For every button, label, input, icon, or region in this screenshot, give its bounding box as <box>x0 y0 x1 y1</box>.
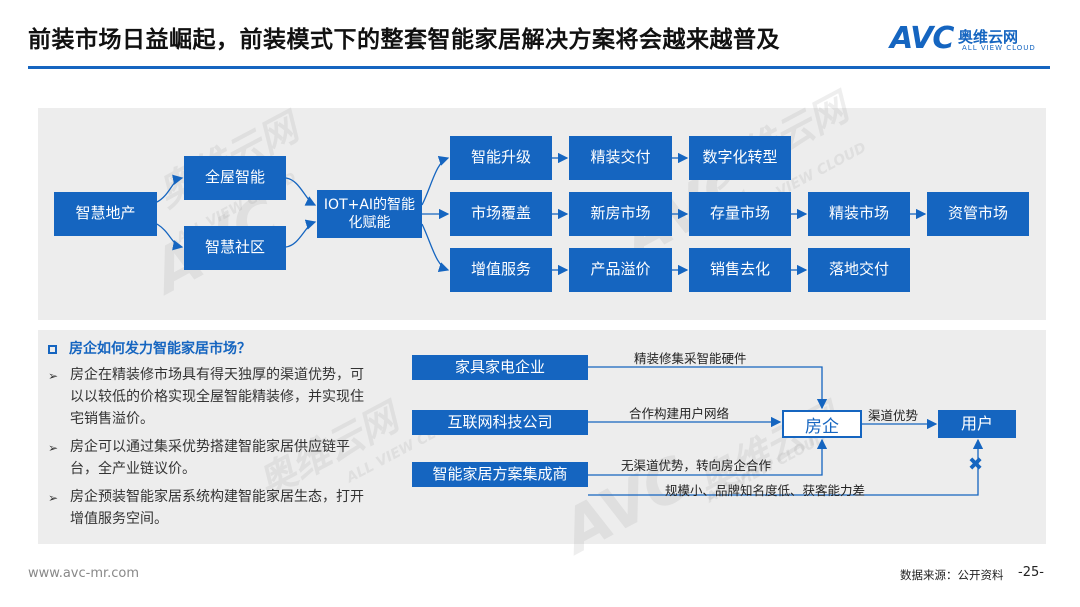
logo-en-text: ALL VIEW CLOUD <box>962 44 1036 52</box>
square-bullet-icon <box>48 344 57 354</box>
node-iot-ai-hub: IOT+AI的智能化赋能 <box>317 190 422 238</box>
bullet-heading-text: 房企如何发力智能家居市场？ <box>69 341 251 357</box>
node-row2-2: 新房市场 <box>569 192 672 236</box>
arrow-bullet-icon: ➢ <box>48 441 59 455</box>
node-row1-3: 数字化转型 <box>689 136 791 180</box>
bullet-item: ➢ 房企在精装修市场具有得天独厚的渠道优势，可以以较低的价格实现全屋智能精装修，… <box>48 364 368 430</box>
node-row2-5: 资管市场 <box>927 192 1029 236</box>
bullet-text: 房企在精装修市场具有得天独厚的渠道优势，可以以较低的价格实现全屋智能精装修，并实… <box>70 367 364 427</box>
node-user: 用户 <box>938 410 1016 438</box>
arrow-bullet-icon: ➢ <box>48 369 59 383</box>
node-row3-4: 落地交付 <box>808 248 910 292</box>
logo-mark: AVC <box>890 21 954 56</box>
bullet-heading: 房企如何发力智能家居市场？ <box>48 338 368 360</box>
node-row2-3: 存量市场 <box>689 192 791 236</box>
node-whole-house-smart: 全屋智能 <box>184 156 286 200</box>
bullet-item: ➢ 房企可以通过集采优势搭建智能家居供应链平台，全产业链议价。 <box>48 436 368 480</box>
node-row3-1: 增值服务 <box>450 248 552 292</box>
edge-label-2: 合作构建用户网络 <box>629 406 730 421</box>
blocked-x-icon: ✖ <box>968 454 984 475</box>
logo-cn-text: 奥维云网 <box>958 28 1019 46</box>
bullet-section: 房企如何发力智能家居市场？ ➢ 房企在精装修市场具有得天独厚的渠道优势，可以以较… <box>48 338 368 536</box>
bullet-item: ➢ 房企预装智能家居系统构建智能家居生态，打开增值服务空间。 <box>48 486 368 530</box>
page-number: -25- <box>1018 565 1044 580</box>
bullet-text: 房企可以通过集采优势搭建智能家居供应链平台，全产业链议价。 <box>70 439 350 477</box>
edge-label-4: 规模小、品牌知名度低、获客能力差 <box>665 483 866 498</box>
arrow-bullet-icon: ➢ <box>48 491 59 505</box>
footer-website: www.avc-mr.com <box>28 566 140 581</box>
title-divider <box>28 66 1050 69</box>
edge-label-5: 渠道优势 <box>868 408 919 423</box>
edge-label-3: 无渠道优势，转向房企合作 <box>621 458 772 473</box>
node-furniture-appliance: 家具家电企业 <box>412 355 588 380</box>
node-row2-4: 精装市场 <box>808 192 910 236</box>
footer-source: 数据来源：公开资料 <box>900 568 1004 582</box>
edge-label-1: 精装修集采智能硬件 <box>634 351 747 366</box>
page-title: 前装市场日益崛起，前装模式下的整套智能家居解决方案将会越来越普及 <box>28 27 780 53</box>
node-internet-tech: 互联网科技公司 <box>412 410 588 435</box>
node-row3-2: 产品溢价 <box>569 248 672 292</box>
bullet-text: 房企预装智能家居系统构建智能家居生态，打开增值服务空间。 <box>70 489 364 527</box>
node-row1-1: 智能升级 <box>450 136 552 180</box>
node-row1-2: 精装交付 <box>569 136 672 180</box>
node-solution-integrator: 智能家居方案集成商 <box>412 462 588 487</box>
node-row2-1: 市场覆盖 <box>450 192 552 236</box>
node-smart-community: 智慧社区 <box>184 226 286 270</box>
node-row3-3: 销售去化 <box>689 248 791 292</box>
node-smart-property: 智慧地产 <box>54 192 157 236</box>
avc-logo: AVC 奥维云网 ALL VIEW CLOUD <box>890 21 1060 56</box>
node-developer: 房企 <box>782 410 862 438</box>
